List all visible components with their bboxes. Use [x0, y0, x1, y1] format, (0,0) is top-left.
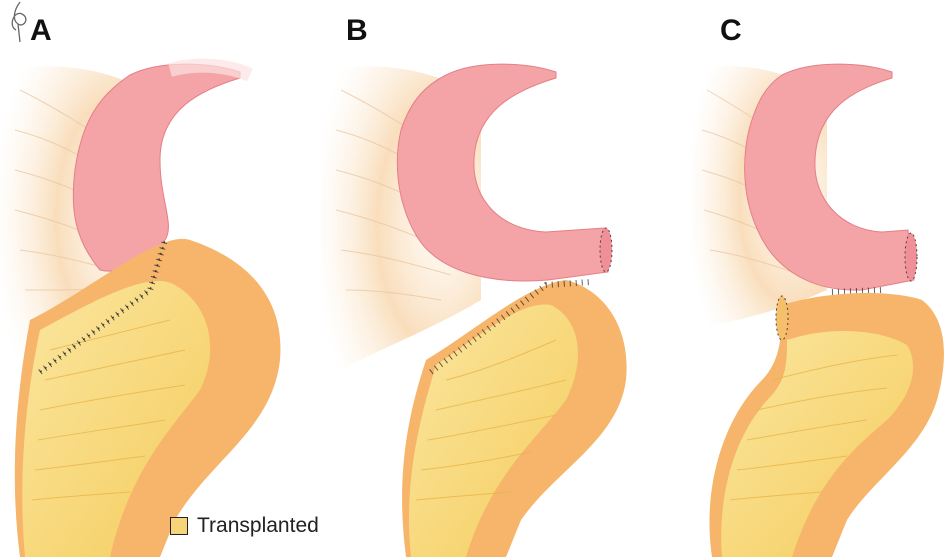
- panel-letter-b: B: [346, 14, 368, 48]
- panel-b-illustration: [316, 0, 632, 557]
- panel-c-illustration: [632, 0, 948, 557]
- signature-mark-icon: [0, 0, 40, 44]
- panel-a-illustration: [0, 0, 316, 557]
- panel-c: C: [632, 0, 948, 557]
- legend-label: Transplanted: [197, 514, 319, 538]
- panel-b: B: [316, 0, 632, 557]
- panel-a: A Transplanted: [0, 0, 316, 557]
- legend-swatch: [170, 517, 188, 535]
- panel-letter-c: C: [720, 14, 742, 48]
- recipient-bowel: [397, 64, 608, 281]
- legend: Transplanted: [170, 514, 319, 538]
